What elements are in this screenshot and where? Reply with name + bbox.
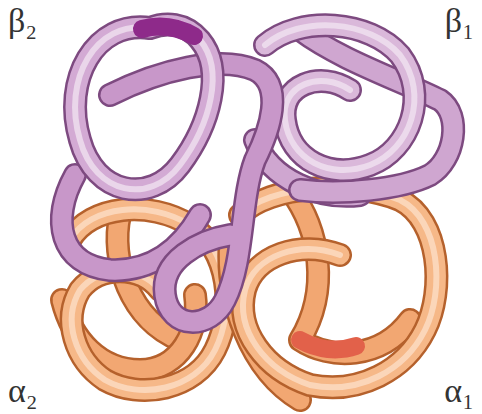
ribbon-highlight	[75, 24, 213, 189]
ribbon-outline	[75, 24, 213, 189]
ribbon-highlight	[240, 188, 436, 387]
subunit-label: β₂	[8, 4, 37, 38]
heme-patch	[142, 27, 194, 36]
ribbon-outline	[290, 190, 410, 353]
ribbon-outline	[240, 188, 436, 387]
subunit-label: α₁	[444, 374, 474, 408]
subunit-label: β₁	[445, 4, 474, 38]
subunit-label: α₂	[8, 374, 38, 408]
ribbon	[240, 188, 436, 387]
alpha1-chain	[229, 188, 436, 400]
ribbon	[75, 24, 213, 189]
ribbon	[265, 25, 414, 170]
heme-patch	[300, 340, 356, 349]
ribbon-highlight	[265, 25, 414, 170]
beta1-chain	[255, 25, 453, 195]
ribbon-outline	[265, 25, 414, 170]
beta2-chain	[62, 24, 272, 321]
ribbon	[290, 190, 410, 353]
